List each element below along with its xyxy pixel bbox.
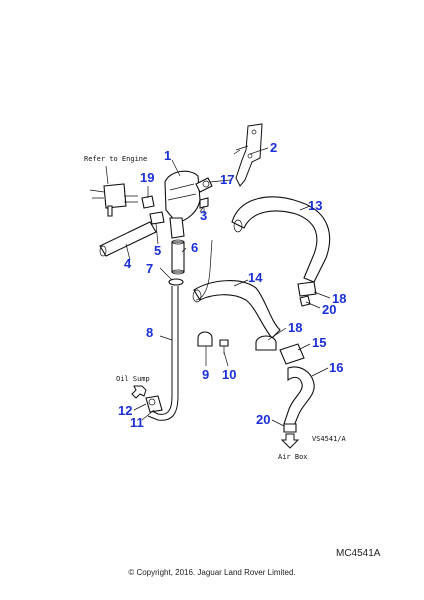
reference-code: MC4541A [336,548,381,559]
part-label-2: 2 [270,140,277,155]
pipe-8 [147,286,179,421]
part-label-4: 4 [124,256,132,271]
part-label-8: 8 [146,325,153,340]
part-label-17: 17 [220,172,234,187]
pipe-6 [171,239,185,275]
callout-air-box: Air Box [278,453,308,461]
callout-oil-sump: Oil Sump [116,375,150,383]
hose-16 [283,366,315,427]
part-label-7: 7 [146,261,153,276]
part-label-3: 3 [200,208,207,223]
clip-18-upper [297,281,317,297]
part-label-20-upper: 20 [322,302,336,317]
hose-14 [192,280,281,339]
clip-20-lower [283,423,297,433]
hose-4 [99,221,157,257]
drawing-id: VS4541/A [312,435,347,443]
clip-19 [141,195,155,209]
screw-3 [199,197,209,214]
part-label-19: 19 [140,170,154,185]
leader-lines [105,147,331,427]
part-label-12: 12 [118,403,132,418]
part-label-15: 15 [312,335,326,350]
part-label-5: 5 [154,243,161,258]
clip-5 [149,211,165,225]
part-label-16: 16 [329,360,343,375]
clip-20-upper [299,295,311,307]
engine-fitting [89,183,138,217]
connector-15 [279,343,305,365]
part-label-10: 10 [222,367,236,382]
elbow-11 [145,395,163,413]
breather-housing [164,170,201,239]
part-label-9: 9 [202,367,209,382]
clip-18-lower [255,335,277,351]
part-label-18-upper: 18 [332,291,346,306]
part-label-20-lower: 20 [256,412,270,427]
part-label-11: 11 [130,415,144,430]
copyright-notice: © Copyright, 2016. Jaguar Land Rover Lim… [128,568,296,577]
part-label-14: 14 [248,270,263,285]
clip-9 [197,331,213,347]
clip-7 [168,278,184,286]
air-box-arrow [280,433,300,449]
screw-10 [219,339,229,354]
part-label-18-lower: 18 [288,320,302,335]
bracket [233,123,263,187]
part-label-1: 1 [164,148,171,163]
connector-17 [195,177,213,193]
part-label-13: 13 [308,198,322,213]
part-label-6: 6 [191,240,198,255]
callout-refer-to-engine: Refer to Engine [84,155,147,163]
oil-sump-arrow [131,385,147,399]
